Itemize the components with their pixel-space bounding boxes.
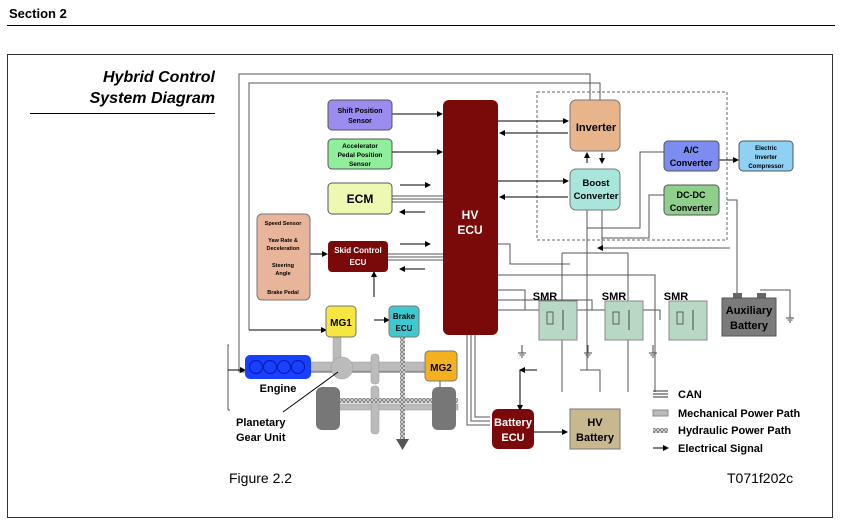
svg-text:Hydraulic Power Path: Hydraulic Power Path: [678, 425, 791, 437]
block-mg1: MG1: [325, 305, 357, 338]
svg-text:Battery: Battery: [730, 320, 769, 332]
block-engine: Engine: [245, 355, 311, 395]
block-chassis-sensors: Speed Sensor Yaw Rate & Deceleration Ste…: [256, 213, 311, 301]
svg-text:Deceleration: Deceleration: [266, 246, 300, 252]
smr-1: SMR: [533, 291, 578, 341]
svg-text:Electric: Electric: [755, 146, 777, 152]
svg-text:Skid Control: Skid Control: [334, 246, 382, 255]
svg-text:Mechanical Power Path: Mechanical Power Path: [678, 408, 801, 420]
svg-text:CAN: CAN: [678, 389, 702, 401]
wiring: [227, 73, 791, 426]
svg-text:MG1: MG1: [330, 318, 352, 329]
svg-text:Engine: Engine: [260, 383, 297, 395]
svg-text:Sensor: Sensor: [348, 118, 372, 125]
block-brake-ecu: Brake ECU: [388, 305, 420, 338]
svg-text:Brake Pedal: Brake Pedal: [267, 290, 299, 296]
signal-arrows: [228, 111, 739, 435]
svg-text:ECU: ECU: [501, 432, 524, 444]
smr-2: SMR: [602, 291, 644, 341]
wheel-right: [432, 387, 456, 430]
svg-text:Brake: Brake: [393, 312, 416, 321]
block-hv-battery: HV Battery: [569, 408, 621, 450]
svg-text:MG2: MG2: [430, 363, 452, 374]
svg-text:ECU: ECU: [396, 324, 413, 333]
svg-text:HV: HV: [587, 417, 603, 429]
figure-code: T071f202c: [727, 470, 794, 486]
svg-text:Sensor: Sensor: [349, 161, 372, 168]
svg-text:Shift Position: Shift Position: [337, 108, 382, 115]
figure-frame: [7, 54, 833, 518]
svg-text:Boost: Boost: [583, 178, 611, 189]
svg-text:SMR: SMR: [602, 291, 627, 303]
svg-text:HV: HV: [462, 208, 479, 222]
figure-title-line2: System Diagram: [89, 90, 215, 107]
svg-text:DC-DC: DC-DC: [677, 190, 706, 200]
legend-mechanical: Mechanical Power Path: [652, 408, 801, 420]
block-ecm: ECM: [327, 182, 393, 215]
block-battery-ecu: Battery ECU: [492, 409, 534, 449]
svg-text:Auxiliary: Auxiliary: [726, 305, 773, 317]
svg-text:Steering: Steering: [272, 263, 294, 269]
svg-text:Battery: Battery: [576, 432, 615, 444]
svg-text:SMR: SMR: [664, 291, 689, 303]
title-underline: [30, 113, 215, 114]
svg-text:Converter: Converter: [574, 191, 619, 202]
block-shift-sensor: Shift Position Sensor: [327, 99, 393, 131]
svg-text:Inverter: Inverter: [576, 122, 617, 134]
legend-can: CAN: [653, 389, 702, 401]
svg-text:A/C: A/C: [683, 145, 699, 155]
wheel-left: [316, 387, 340, 430]
svg-text:Electrical Signal: Electrical Signal: [678, 443, 763, 455]
block-dcdc-converter: DC-DC Converter: [663, 184, 720, 216]
section-divider: [7, 25, 835, 26]
svg-text:Planetary: Planetary: [236, 417, 286, 429]
figure-title-line1: Hybrid Control: [103, 69, 215, 86]
svg-text:ECU: ECU: [457, 223, 482, 237]
block-mg2: MG2: [424, 350, 458, 382]
svg-text:Angle: Angle: [275, 271, 290, 277]
block-skid-control-ecu: Skid Control ECU: [328, 241, 388, 272]
svg-text:Accelerator: Accelerator: [342, 143, 378, 150]
block-inverter: Inverter: [569, 99, 621, 152]
svg-text:Gear Unit: Gear Unit: [236, 432, 286, 444]
ground-symbols: [518, 315, 794, 358]
block-hv-ecu: HV ECU: [443, 100, 498, 335]
hydraulic-paths: [338, 336, 458, 450]
svg-text:Battery: Battery: [494, 417, 533, 429]
svg-text:Inverter: Inverter: [755, 155, 778, 161]
block-boost-converter: Boost Converter: [569, 168, 621, 211]
svg-text:Pedal Position: Pedal Position: [338, 152, 383, 159]
block-accel-sensor: Accelerator Pedal Position Sensor: [327, 138, 393, 170]
block-ac-converter: A/C Converter: [663, 140, 720, 172]
svg-text:ECU: ECU: [350, 258, 367, 267]
legend-electrical: Electrical Signal: [653, 443, 763, 455]
block-auxiliary-battery: Auxiliary Battery: [721, 293, 777, 337]
smr-3: SMR: [664, 291, 708, 341]
svg-text:SMR: SMR: [533, 291, 558, 303]
legend-hydraulic: Hydraulic Power Path: [653, 425, 791, 437]
svg-text:Converter: Converter: [670, 203, 713, 213]
planetary-gear-label: Planetary Gear Unit: [236, 417, 286, 444]
legend: CAN Mechanical Power Path Hydraulic Powe…: [652, 389, 801, 455]
figure-title: Hybrid Control System Diagram: [30, 67, 215, 109]
svg-text:Converter: Converter: [670, 158, 713, 168]
svg-text:ECM: ECM: [347, 192, 374, 206]
svg-text:Speed Sensor: Speed Sensor: [265, 221, 303, 227]
planetary-gear: [330, 356, 354, 380]
block-electric-compressor: Electric Inverter Compressor: [738, 140, 794, 172]
svg-text:Yaw Rate &: Yaw Rate &: [268, 238, 298, 244]
figure-caption: Figure 2.2: [229, 470, 293, 486]
section-title: Section 2: [9, 6, 67, 21]
svg-text:Compressor: Compressor: [748, 164, 784, 170]
